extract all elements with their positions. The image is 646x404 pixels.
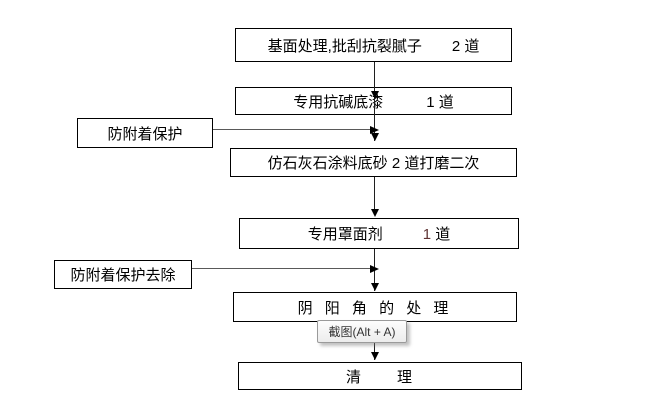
flow-step-limestone-paint-base-sand: 仿石灰石涂料底砂 2 道打磨二次 (230, 148, 517, 177)
arrowhead-down-icon (371, 209, 379, 217)
step-count: 1 道 (423, 223, 451, 244)
side-note-label: 防附着保护去除 (70, 267, 176, 284)
flow-step-corner-treatment: 阴 阳 角 的 处 理 (233, 292, 517, 322)
arrowhead-down-icon (371, 133, 379, 141)
step-label: 专用罩面剂 (307, 226, 383, 243)
step-label: 清 理 (345, 368, 414, 386)
connector-step3-step4 (374, 177, 375, 215)
connector-protection-to-flow (213, 129, 370, 130)
screenshot-tooltip-label: 截图(Alt + A) (328, 325, 396, 339)
arrowhead-right-icon (370, 126, 379, 134)
side-note-anti-adhesion-protection-removal: 防附着保护去除 (54, 260, 192, 289)
step-count-number: 1 (422, 226, 432, 243)
arrowhead-down-icon (371, 283, 379, 291)
flow-step-topcoat-sealer: 专用罩面剂 1 道 (239, 218, 519, 249)
side-note-anti-adhesion-protection: 防附着保护 (77, 118, 213, 148)
step-count: 2 道 (451, 37, 480, 55)
arrowhead-down-icon (371, 352, 379, 360)
arrowhead-down-icon (371, 91, 379, 99)
step-count: 1 道 (426, 93, 454, 111)
connector-step1-step3 (374, 62, 375, 141)
flow-step-cleanup: 清 理 (238, 362, 522, 390)
step-label: 仿石灰石涂料底砂 2 道打磨二次 (267, 155, 480, 172)
flow-step-alkali-resistant-primer: 专用抗碱底漆 1 道 (235, 87, 512, 115)
connector-protection-removal-to-flow (192, 268, 370, 269)
flow-step-base-surface-treatment: 基面处理,批刮抗裂腻子 2 道 (235, 28, 512, 62)
arrowhead-right-icon (370, 265, 379, 273)
step-count-unit: 道 (431, 226, 451, 243)
step-label: 专用抗碱底漆 (293, 93, 384, 111)
side-note-label: 防附着保护 (107, 125, 183, 143)
step-label: 基面处理,批刮抗裂腻子 (267, 37, 422, 55)
screenshot-tooltip: 截图(Alt + A) (317, 320, 407, 343)
step-label: 阴 阳 角 的 处 理 (297, 299, 453, 317)
